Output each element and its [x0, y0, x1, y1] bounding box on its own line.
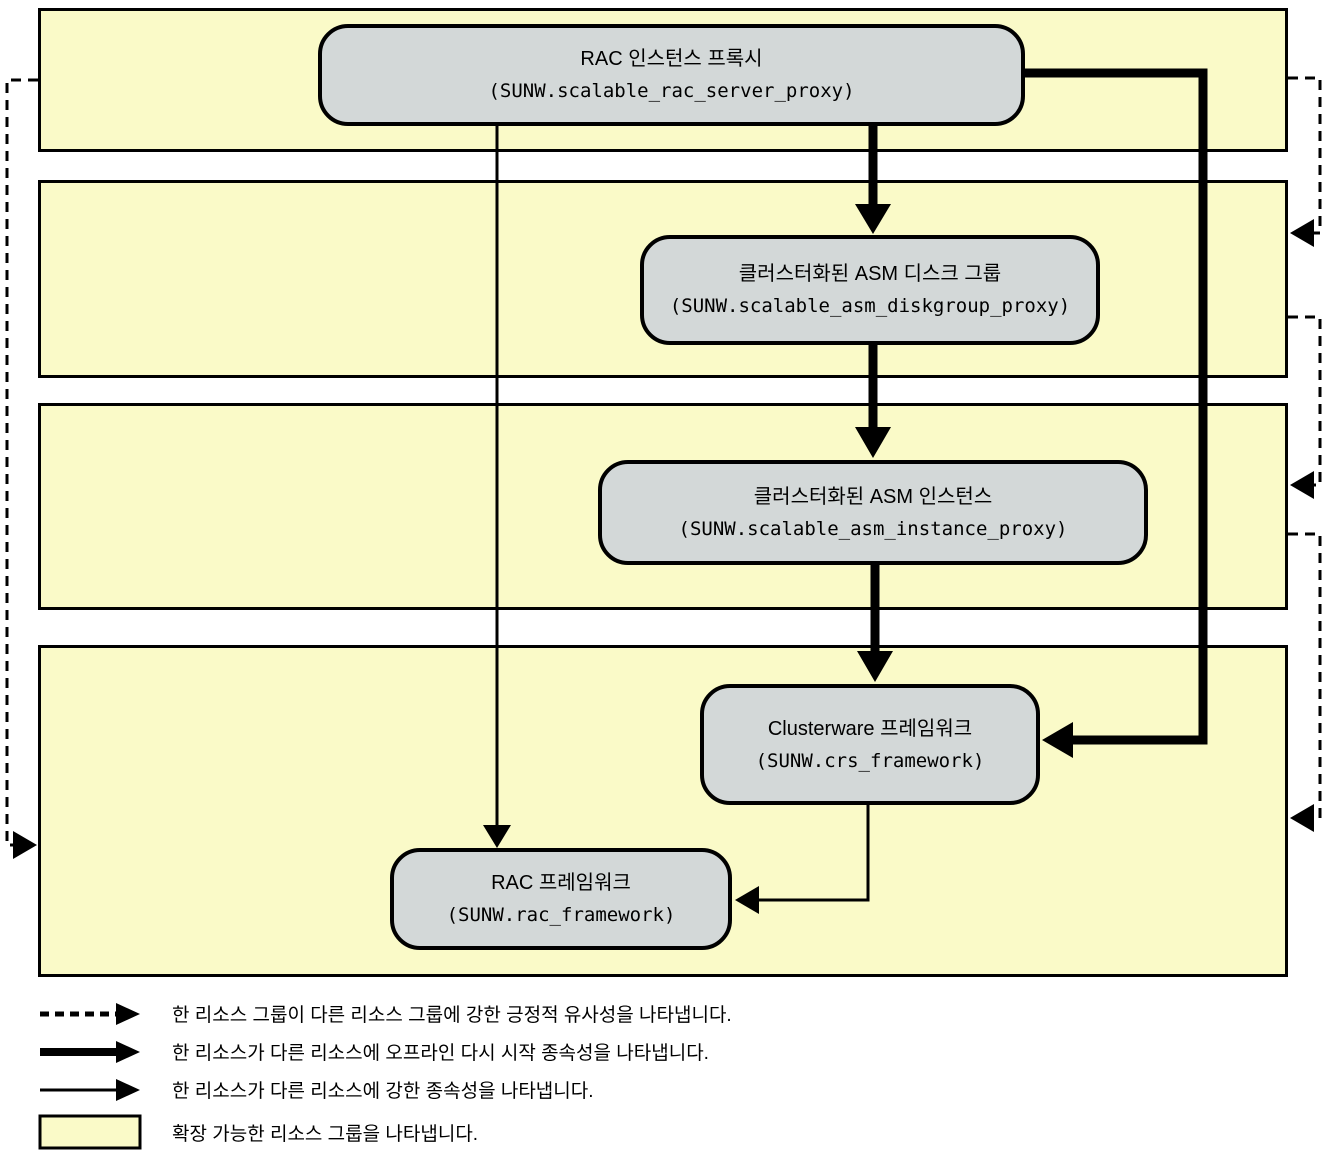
resource-clusterware-framework: Clusterware 프레임워크 (SUNW.crs_framework) [700, 684, 1040, 805]
legend-label: 한 리소스 그룹이 다른 리소스 그룹에 강한 긍정적 유사성을 나타냅니다. [172, 1005, 732, 1026]
resource-code: (SUNW.scalable_asm_instance_proxy) [678, 517, 1068, 540]
resource-code: (SUNW.crs_framework) [755, 749, 985, 772]
affinity-arrowhead-right-1 [1290, 219, 1314, 247]
resource-clustered-asm-diskgroup: 클러스터화된 ASM 디스크 그룹 (SUNW.scalable_asm_dis… [640, 235, 1100, 345]
resource-group-swatch-icon [38, 1114, 142, 1150]
resource-title: 클러스터화된 ASM 인스턴스 [753, 485, 993, 508]
legend-item-affinity: 한 리소스 그룹이 다른 리소스 그룹에 강한 긍정적 유사성을 나타냅니다. [38, 1000, 732, 1027]
resource-code: (SUNW.scalable_asm_diskgroup_proxy) [669, 295, 1071, 317]
dashed-arrow-icon [38, 1001, 142, 1027]
resource-rac-framework: RAC 프레임워크 (SUNW.rac_framework) [390, 848, 732, 950]
legend-label: 한 리소스가 다른 리소스에 오프라인 다시 시작 종속성을 나타냅니다. [172, 1043, 709, 1064]
resource-rac-instance-proxy: RAC 인스턴스 프록시 (SUNW.scalable_rac_server_p… [318, 24, 1025, 126]
affinity-arrowhead-left [13, 831, 37, 859]
legend: 한 리소스 그룹이 다른 리소스 그룹에 강한 긍정적 유사성을 나타냅니다. … [38, 1000, 732, 1152]
legend-item-offline-restart: 한 리소스가 다른 리소스에 오프라인 다시 시작 종속성을 나타냅니다. [38, 1038, 732, 1065]
resource-clustered-asm-instance: 클러스터화된 ASM 인스턴스 (SUNW.scalable_asm_insta… [598, 460, 1148, 565]
resource-code: (SUNW.rac_framework) [446, 904, 676, 926]
legend-item-strong-dependency: 한 리소스가 다른 리소스에 강한 종속성을 나타냅니다. [38, 1076, 732, 1103]
resource-title: RAC 인스턴스 프록시 [580, 48, 763, 70]
affinity-arrow-right-1 [1288, 76, 1322, 235]
affinity-arrowhead-right-2 [1290, 471, 1314, 499]
legend-item-scalable-resource-group: 확장 가능한 리소스 그룹을 나타냅니다. [38, 1114, 732, 1150]
resource-title: RAC 프레임워크 [491, 872, 631, 894]
legend-label: 확장 가능한 리소스 그룹을 나타냅니다. [172, 1123, 479, 1145]
affinity-arrow-right-3 [1288, 532, 1322, 820]
resource-title: 클러스터화된 ASM 디스크 그룹 [738, 263, 1002, 285]
affinity-arrowhead-right-3 [1290, 804, 1314, 832]
legend-label: 한 리소스가 다른 리소스에 강한 종속성을 나타냅니다. [172, 1081, 594, 1102]
resource-code: (SUNW.scalable_rac_server_proxy) [488, 80, 855, 102]
thin-arrow-icon [38, 1077, 142, 1103]
affinity-arrow-left [5, 78, 38, 847]
affinity-arrow-right-2 [1288, 315, 1322, 487]
resource-title: Clusterware 프레임워크 [767, 717, 973, 740]
thick-arrow-icon [38, 1039, 142, 1065]
